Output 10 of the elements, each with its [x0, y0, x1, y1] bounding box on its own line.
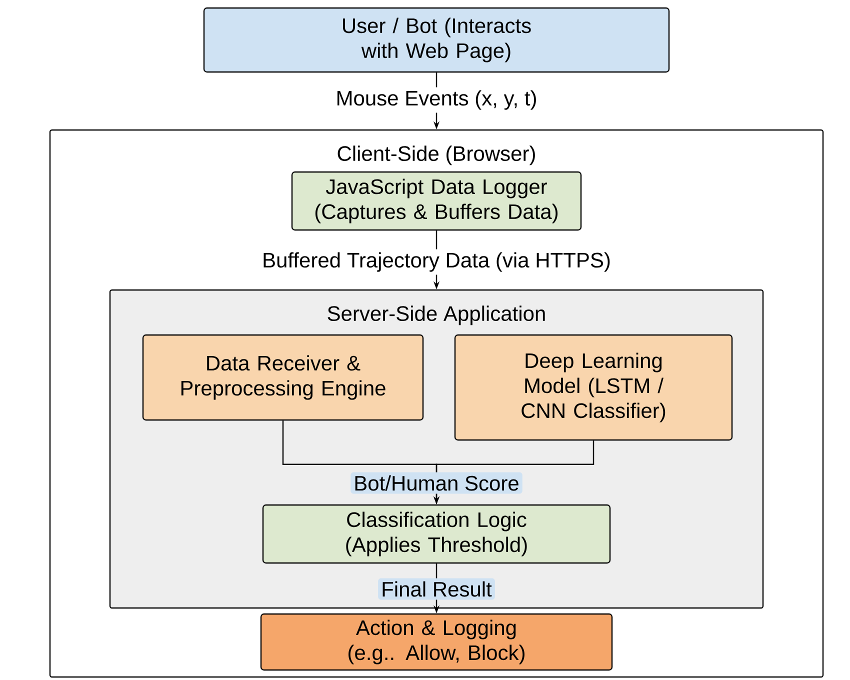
edge-label: Buffered Trajectory Data (via HTTPS) [259, 249, 614, 275]
process-box: Deep Learning Model (LSTM / CNN Classifier) [454, 334, 733, 441]
process-box: Action & Logging (e.g.. Allow, Block) [260, 613, 613, 671]
edge-label: Final Result [378, 578, 495, 600]
process-box: User / Bot (Interacts with Web Page) [203, 7, 670, 73]
process-box: Classification Logic (Applies Threshold) [262, 504, 611, 564]
edge-label: Mouse Events (x, y, t) [332, 87, 540, 113]
edge-label: Bot/Human Score [350, 472, 522, 494]
process-box: Data Receiver & Preprocessing Engine [142, 334, 424, 421]
process-box: JavaScript Data Logger (Captures & Buffers Data) [291, 171, 582, 231]
